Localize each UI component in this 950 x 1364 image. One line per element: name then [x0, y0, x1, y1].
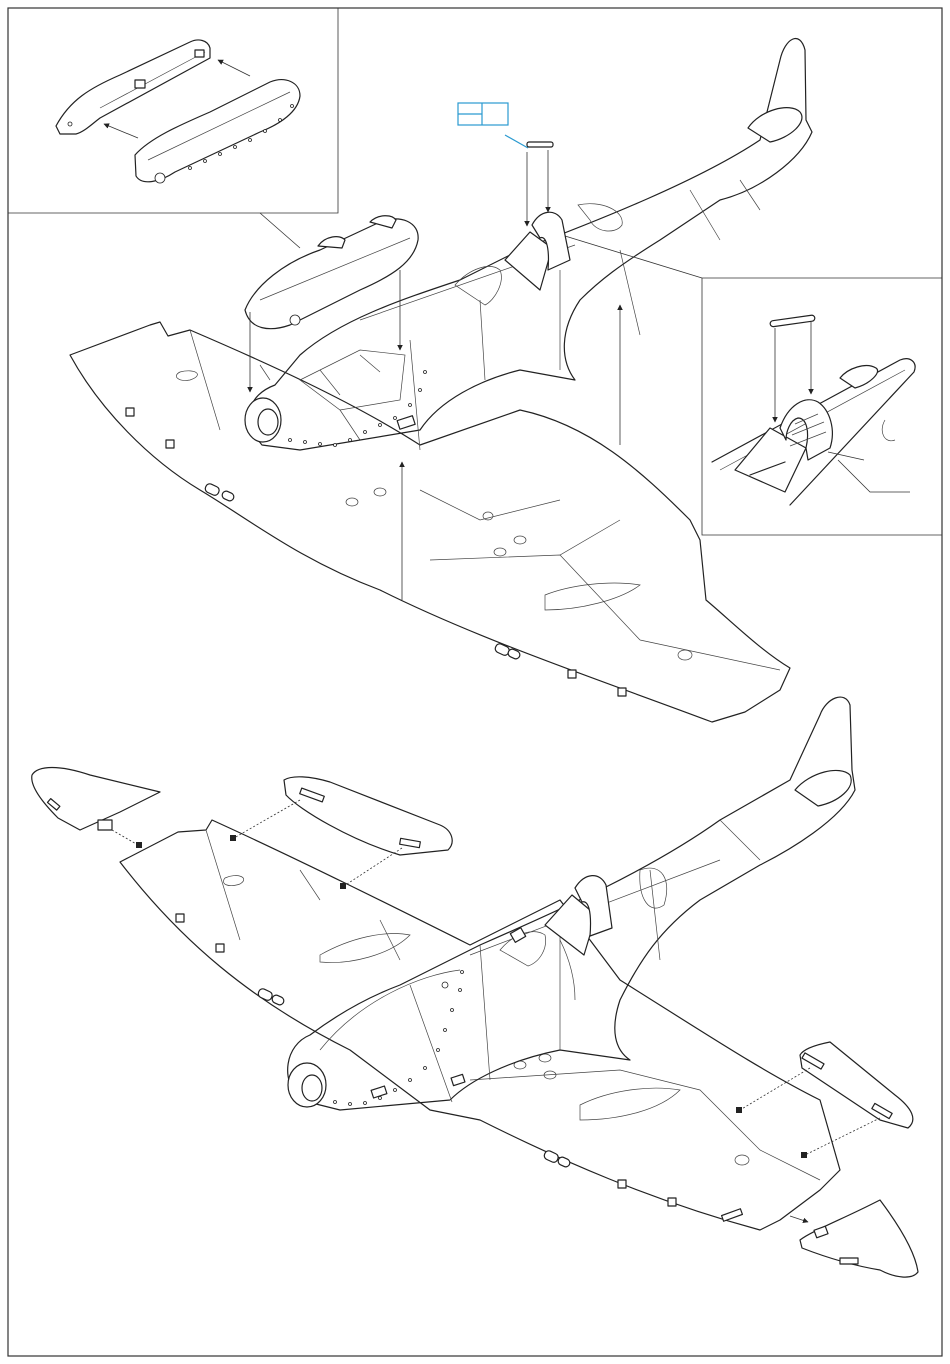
lower-cockpit [500, 876, 612, 1000]
cowl-detail-inset [8, 8, 338, 248]
upper-cowl-top-part [56, 40, 210, 134]
upper-cowl-panel-part [135, 80, 300, 183]
upper-cowl-panel-exploded [245, 216, 418, 329]
upper-wing [70, 322, 790, 722]
left-aileron-part [284, 777, 452, 855]
right-aileron-part [800, 1042, 913, 1128]
left-wingtip-part [32, 768, 160, 831]
right-wingtip-part [800, 1200, 918, 1277]
reference-box [458, 103, 528, 148]
inset-leader [260, 213, 300, 248]
cockpit-detail-inset [565, 236, 942, 535]
upper-arrows [250, 150, 620, 600]
lower-fuselage-rivets [334, 971, 464, 1106]
cockpit-rod-part [770, 315, 815, 327]
inset-arrow-2 [104, 124, 138, 138]
lower-assembly [32, 697, 918, 1277]
cockpit-frame-part [735, 400, 832, 492]
upper-gun-fairings [126, 408, 626, 696]
inset-arrow-1 [218, 60, 250, 76]
